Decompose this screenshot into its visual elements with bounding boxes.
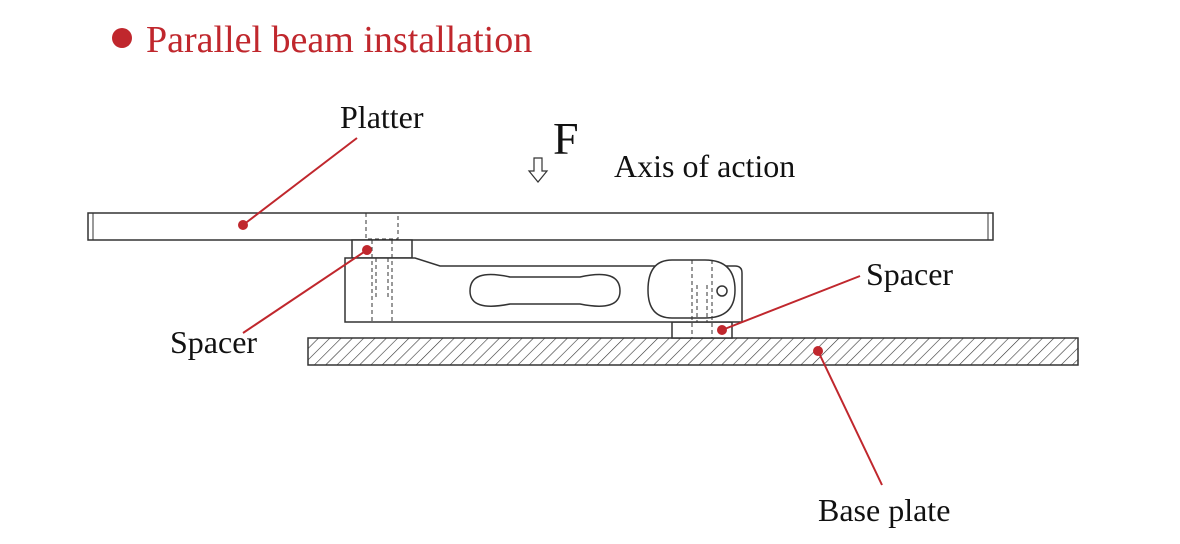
spacer-left xyxy=(351,239,413,259)
page-title: Parallel beam installation xyxy=(112,18,532,62)
small-hole xyxy=(716,285,728,297)
bullet-dot xyxy=(112,28,132,48)
label-force: F xyxy=(553,113,579,164)
bolt-right-hidden xyxy=(691,260,713,338)
label-spacer-left: Spacer xyxy=(170,324,257,360)
label-base-plate: Base plate xyxy=(818,492,950,528)
label-spacer-right: Spacer xyxy=(866,256,953,292)
label-axis-of-action: Axis of action xyxy=(614,148,795,184)
base-plate xyxy=(307,337,1079,366)
label-platter: Platter xyxy=(340,99,424,135)
bolt-left-hidden xyxy=(365,212,399,322)
strain-cutout xyxy=(469,273,621,307)
title-text: Parallel beam installation xyxy=(146,19,533,61)
leader-base-plate xyxy=(813,346,883,486)
leader-spacer-left xyxy=(242,245,372,334)
platter xyxy=(87,212,994,241)
leader-spacer-right xyxy=(717,275,861,335)
load-cell-beam xyxy=(344,257,743,323)
leader-platter xyxy=(238,137,358,230)
force-arrow-icon xyxy=(527,157,549,183)
